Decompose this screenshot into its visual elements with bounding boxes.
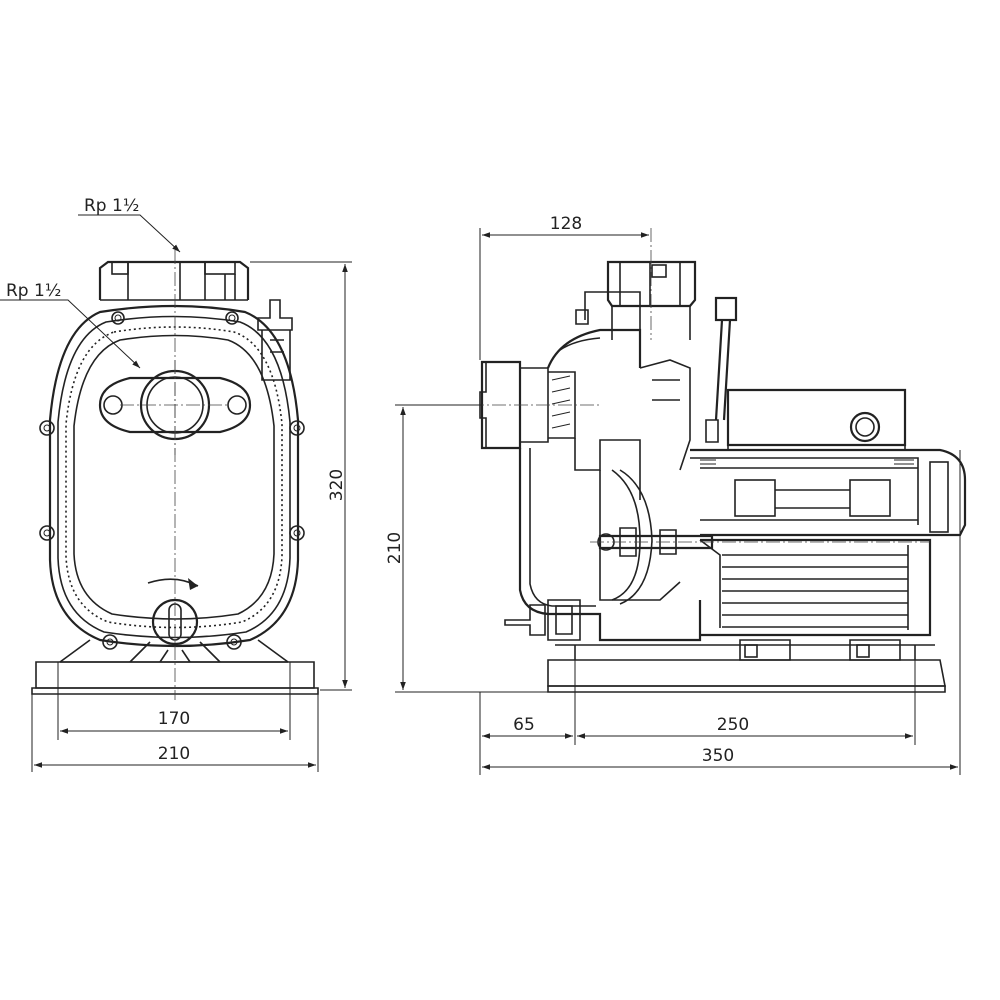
discharge-top [575, 228, 697, 340]
dim-128 [479, 228, 649, 360]
foot-spacing-label: 250 [717, 715, 749, 735]
side-drain-plug [504, 599, 581, 641]
discharge-thread-label: Rp 1½ [84, 196, 139, 216]
height-dimension [250, 261, 352, 691]
pump-casing [48, 304, 300, 648]
side-view: 128 210 65 250 350 [385, 214, 967, 775]
suction-thread-label: Rp 1½ [6, 281, 61, 301]
suction-nozzle [470, 360, 600, 450]
pump-body [518, 291, 702, 642]
side-base [547, 644, 946, 693]
rotation-arrow [147, 578, 199, 590]
front-base [31, 250, 319, 700]
offset-65-label: 65 [513, 715, 535, 735]
valve-lever [705, 296, 738, 443]
front-view: Rp 1½ Rp 1½ 320 170 210 [0, 196, 352, 772]
dim-210 [395, 404, 548, 693]
foot-hole-spacing-label: 170 [158, 709, 190, 729]
suction-height-label: 210 [385, 532, 405, 564]
thread-leaders [0, 214, 181, 369]
overall-length-label: 350 [702, 746, 734, 766]
height-label: 320 [327, 469, 347, 501]
motor [690, 388, 967, 661]
discharge-block [98, 260, 250, 301]
dim-bottom [479, 450, 961, 775]
base-width-label: 210 [158, 744, 190, 764]
casing-bolts [39, 311, 305, 650]
discharge-offset-label: 128 [550, 214, 582, 234]
base-dimensions [31, 662, 319, 772]
shaft [590, 527, 930, 557]
